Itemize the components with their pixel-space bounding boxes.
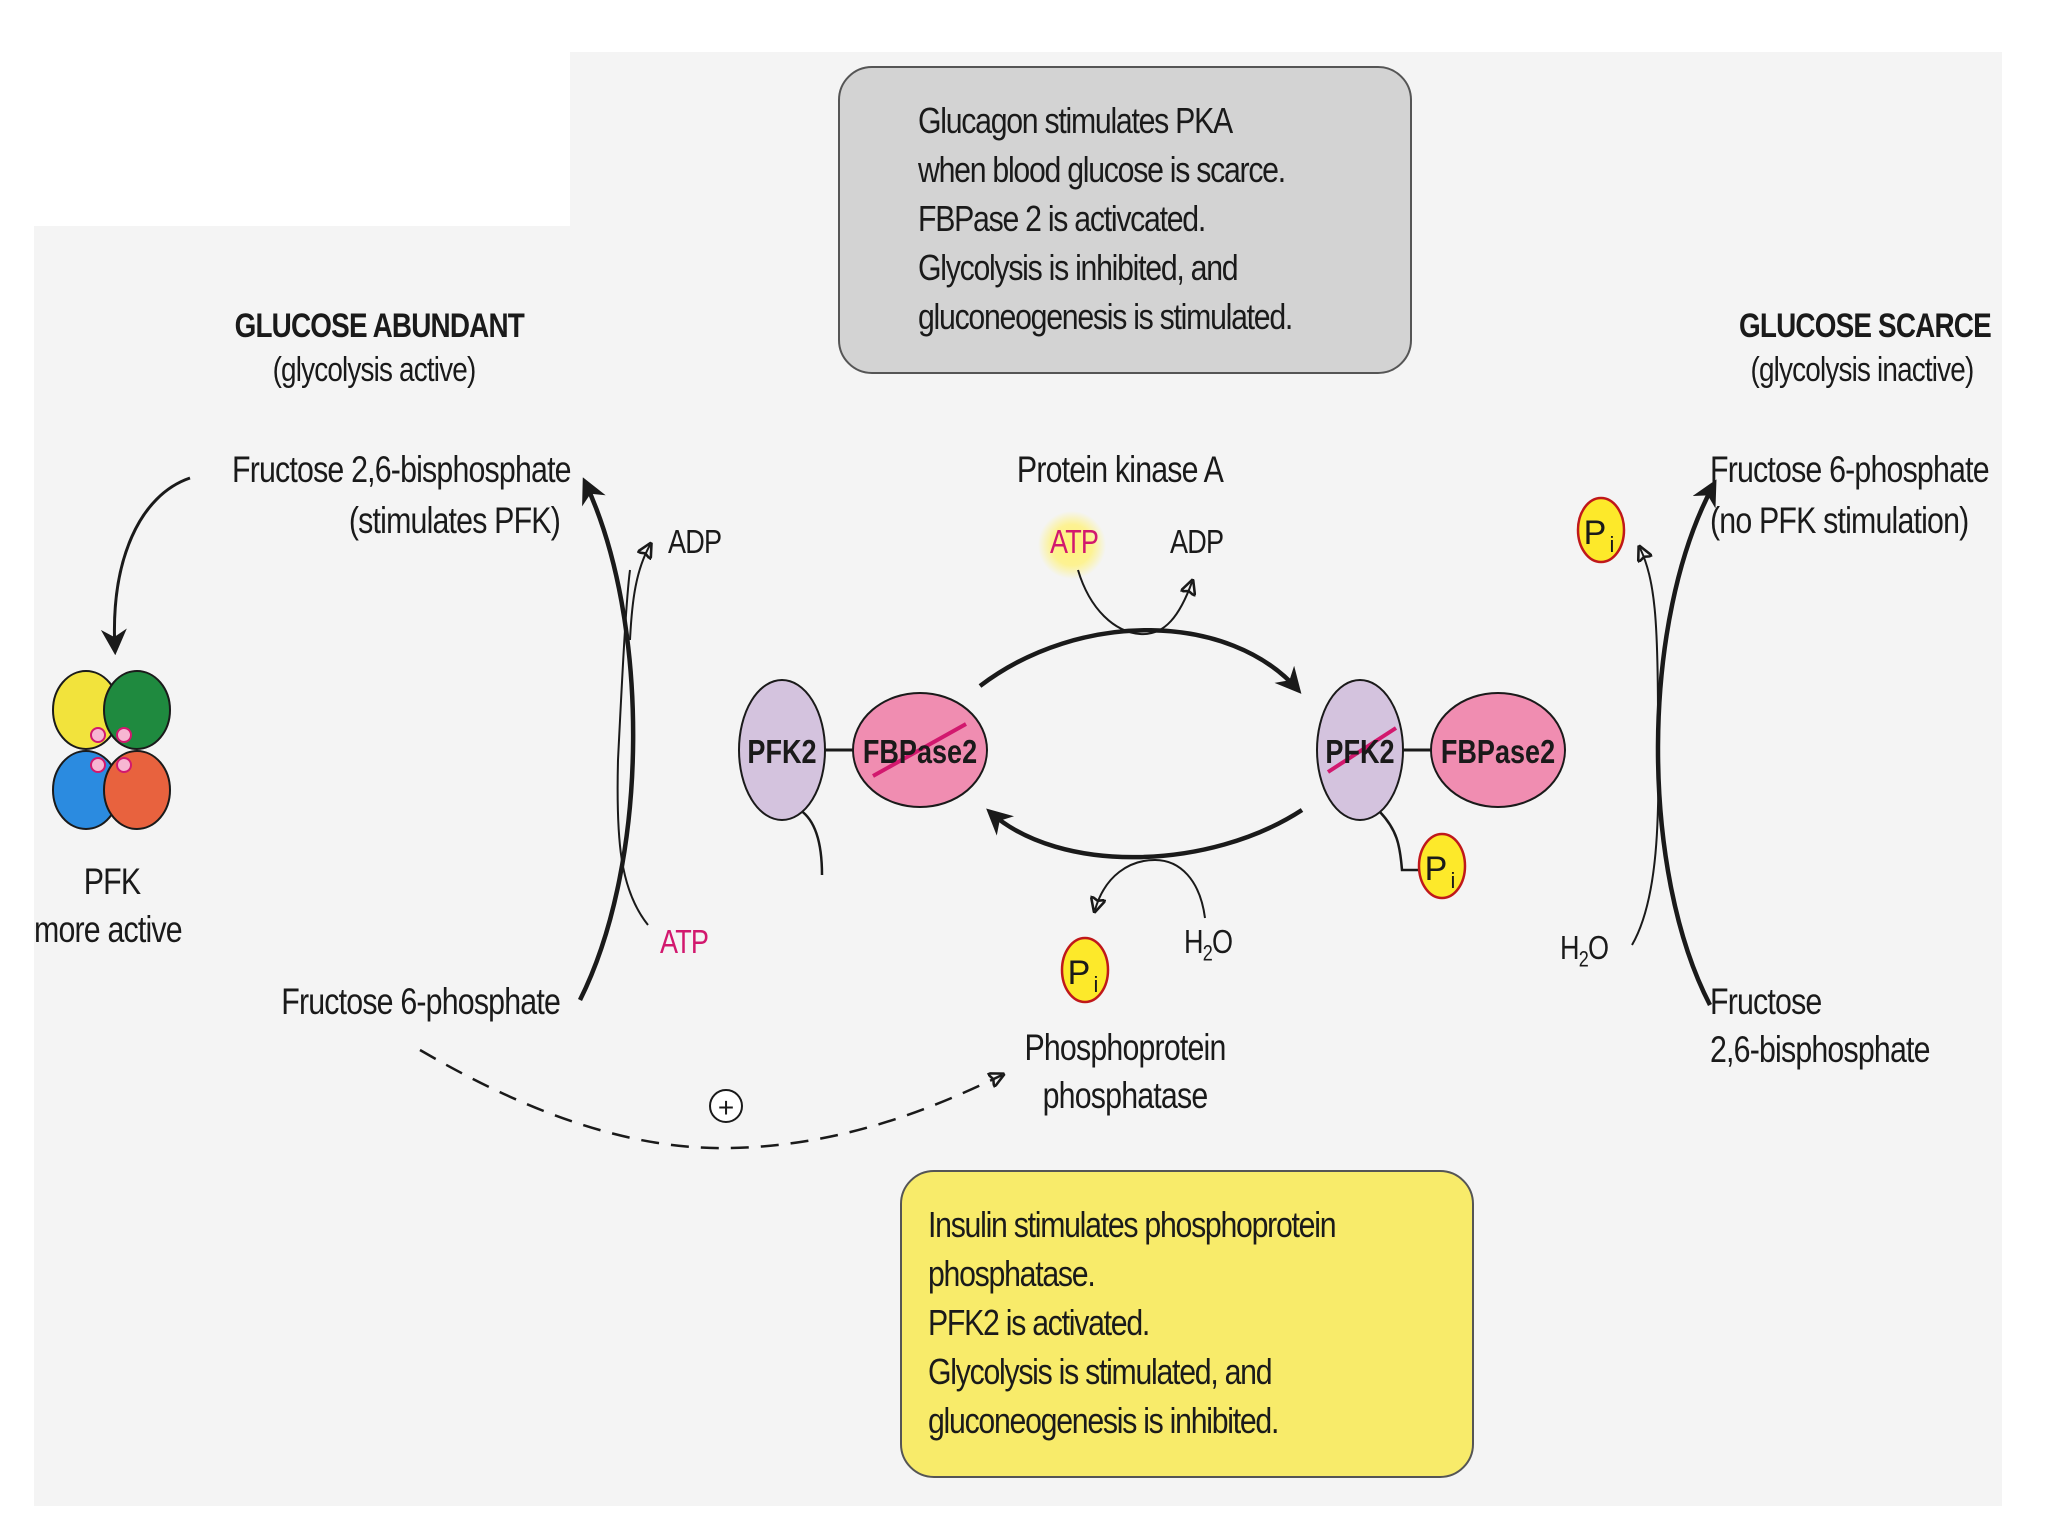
phosphatase-label-line-1: Phosphoprotein: [1024, 1027, 1226, 1068]
pfk-state-label: more active: [34, 909, 183, 950]
glucagon-note-line-4: Glycolysis is inhibited, and: [918, 247, 1239, 288]
left-product-line-1: Fructose 2,6-bisphosphate: [232, 449, 572, 490]
insulin-note-line-2: phosphatase.: [928, 1253, 1096, 1294]
right-conversion-arrow: [1655, 479, 1717, 1007]
phosphatase-label-line-2: phosphatase: [1042, 1075, 1209, 1116]
left-conversion-arrow: [577, 477, 636, 1002]
insulin-note-line-5: gluconeogenesis is inhibited.: [928, 1400, 1279, 1441]
fbpase2-strike-left: [872, 722, 967, 778]
pi-circle-center-bottom: P i: [1060, 936, 1110, 1004]
pfk-label: PFK: [83, 861, 141, 902]
insulin-note-line-3: PFK2 is activated.: [928, 1302, 1150, 1343]
right-product-line-2: (no PFK stimulation): [1710, 500, 1969, 541]
kinase-label: Protein kinase A: [1016, 449, 1224, 490]
pfk2-label-left: PFK2: [747, 735, 816, 771]
right-water-pi-arrow: [1631, 548, 1660, 946]
pka-atp-label: ATP: [1050, 523, 1099, 560]
plus-sign-circle: [709, 1089, 743, 1123]
left-adp-branch-arrow: [629, 545, 650, 641]
insulin-dashed-arrow: [419, 1048, 1002, 1150]
glucagon-note-line-3: FBPase 2 is activcated.: [918, 198, 1206, 239]
right-header: GLUCOSE SCARCE: [1739, 307, 1992, 345]
pfk2-strike-right: [1326, 726, 1398, 774]
left-subheader: (glycolysis active): [272, 351, 477, 389]
left-atp-label: ATP: [660, 923, 709, 960]
phosphatase-arc-arrow: [986, 808, 1304, 860]
fbpase2-label-left: FBPase2: [863, 735, 977, 771]
glucagon-note: Glucagon stimulates PKA when blood gluco…: [838, 66, 1412, 374]
pfk2-domain-left: [738, 679, 826, 821]
phosphatase-water-pi-arrow: [1095, 858, 1206, 919]
glucagon-note-line-5: gluconeogenesis is stimulated.: [918, 296, 1293, 337]
insulin-note-line-1: Insulin stimulates phosphoprotein: [928, 1204, 1337, 1245]
activation-arrow-to-pfk: [100, 476, 191, 656]
left-product-line-2: (stimulates PFK): [348, 500, 561, 541]
pi-circle-right-top: P i: [1576, 496, 1626, 564]
right-substrate-line-2: 2,6-bisphosphate: [1710, 1029, 1930, 1070]
enzyme-phosphorylated-fbpase2: [1316, 679, 1566, 872]
glucagon-note-line-2: when blood glucose is scarce.: [918, 149, 1286, 190]
svg-text:P: P: [1068, 954, 1091, 992]
right-substrate-line-1: Fructose: [1710, 981, 1822, 1022]
svg-text:i: i: [1610, 532, 1615, 557]
right-subheader: (glycolysis inactive): [1750, 351, 1975, 389]
left-substrate: Fructose 6-phosphate: [281, 981, 561, 1022]
glucagon-note-line-1: Glucagon stimulates PKA: [918, 100, 1233, 141]
svg-text:i: i: [1094, 972, 1099, 997]
atp-glow: [1038, 511, 1106, 579]
fbpase2-label-right: FBPase2: [1441, 735, 1555, 771]
pka-atp-adp-arrow: [1077, 569, 1192, 636]
svg-text:P: P: [1425, 850, 1448, 888]
fbpase2-domain-right: [1430, 692, 1566, 808]
pka-arc-arrow: [978, 628, 1302, 694]
center-water-label: H2O: [1184, 923, 1233, 966]
pi-circle-enzyme: P i: [1417, 832, 1467, 900]
right-product-line-1: Fructose 6-phosphate: [1710, 449, 1990, 490]
left-atp-adp-arrow: [616, 569, 649, 926]
pfk2-label-right: PFK2: [1325, 735, 1394, 771]
enzyme-active-pfk2: [738, 679, 988, 876]
pka-adp-label: ADP: [1170, 523, 1224, 560]
svg-text:P: P: [1584, 514, 1607, 552]
left-adp-label: ADP: [668, 523, 722, 560]
plus-sign: +: [718, 1092, 734, 1123]
svg-text:i: i: [1451, 868, 1456, 893]
insulin-note-line-4: Glycolysis is stimulated, and: [928, 1351, 1273, 1392]
right-water-label: H2O: [1560, 929, 1609, 972]
pfk-tetramer-icon: [52, 670, 171, 830]
left-header: GLUCOSE ABUNDANT: [234, 307, 525, 345]
insulin-note: Insulin stimulates phosphoprotein phosph…: [900, 1170, 1474, 1478]
